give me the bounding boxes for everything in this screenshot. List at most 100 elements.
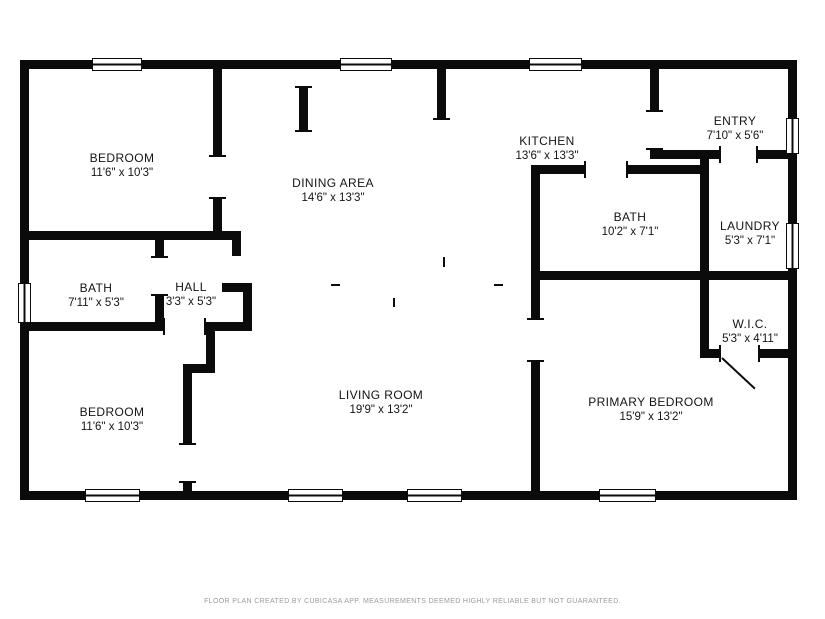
room-dims: 11'6" x 10'3" <box>80 421 144 433</box>
room-name: ENTRY <box>713 114 757 128</box>
wall-wic-bottom-left <box>700 349 720 358</box>
room-dims: 13'6" x 13'3" <box>515 150 579 162</box>
room-label-bedroom-top-left: BEDROOM 11'6" x 10'3" <box>90 151 155 179</box>
room-dims: 5'3" x 7'1" <box>724 235 776 247</box>
wall-dining-stub <box>299 88 308 130</box>
footer-disclaimer: FLOOR PLAN CREATED BY CUBICASA APP. MEAS… <box>204 598 621 605</box>
wall-hall-corner-vertical <box>243 292 252 331</box>
room-label-laundry: LAUNDRY 5'3" x 7'1" <box>720 219 780 247</box>
room-label-kitchen: KITCHEN 13'6" x 13'3" <box>515 134 578 162</box>
wall-bath-left-right-lower <box>155 296 164 331</box>
wall-primary-left-upper <box>531 280 540 320</box>
door-jamb-tick <box>151 294 168 296</box>
window <box>92 58 142 71</box>
room-name: BATH <box>613 210 647 224</box>
door-jamb-tick <box>433 118 450 120</box>
door-jamb-tick <box>179 481 196 483</box>
door-jamb-tick <box>295 86 312 88</box>
room-label-dining-area: DINING AREA 14'6" x 13'3" <box>292 176 374 204</box>
wall-hall-bottom <box>205 322 252 331</box>
room-label-entry: ENTRY 7'10" x 5'6" <box>707 114 764 142</box>
wall-bedroom1-right-lower <box>213 199 222 240</box>
door-swing-line <box>721 357 756 390</box>
plan-mark <box>393 298 395 307</box>
room-name: BATH <box>79 281 113 295</box>
wall-bath-left-right-upper <box>155 240 164 258</box>
window <box>529 58 582 71</box>
room-label-primary-bedroom: PRIMARY BEDROOM 15'9" x 13'2" <box>588 395 714 423</box>
room-label-bedroom-bottom-left: BEDROOM 11'6" x 10'3" <box>80 405 145 433</box>
room-dims: 19'9" x 13'2" <box>349 404 413 416</box>
room-name: KITCHEN <box>519 134 575 148</box>
wall-bath-upper-left <box>531 165 540 280</box>
room-dims: 7'11" x 5'3" <box>68 297 124 309</box>
wall-wic-left <box>700 280 709 349</box>
wall-bedroom2-jog <box>183 364 215 373</box>
wall-outer-right <box>788 60 797 500</box>
window <box>18 283 31 323</box>
wall-wic-bottom-right <box>760 349 797 358</box>
window <box>786 118 799 154</box>
wall-primary-left-lower <box>531 362 540 491</box>
wall-kitchen-dining-stub <box>437 60 446 118</box>
door-jamb-tick <box>204 318 206 335</box>
window <box>407 489 462 502</box>
room-name: W.I.C. <box>732 317 768 331</box>
wall-bath-laundry-bottom <box>531 271 797 280</box>
room-label-wic: W.I.C. 5'3" x 4'11" <box>722 317 778 345</box>
room-dims: 11'6" x 10'3" <box>90 167 154 179</box>
plan-mark <box>331 284 340 286</box>
room-dims: 14'6" x 13'3" <box>301 192 365 204</box>
wall-bath-upper-top-right <box>628 165 700 174</box>
door-jamb-tick <box>209 197 226 199</box>
wall-laundry-left <box>700 150 709 280</box>
room-name: BEDROOM <box>89 151 155 165</box>
room-label-living-room: LIVING ROOM 19'9" x 13'2" <box>339 388 423 416</box>
wall-bedroom2-right-lower <box>183 373 192 445</box>
room-name: LAUNDRY <box>720 219 780 233</box>
door-jamb-tick <box>626 161 628 178</box>
door-jamb-tick <box>179 443 196 445</box>
door-jamb-tick <box>527 318 544 320</box>
room-name: HALL <box>175 280 207 294</box>
door-jamb-tick <box>756 146 758 163</box>
wall-bedroom1-right-upper <box>213 60 222 157</box>
door-jamb-tick <box>584 161 586 178</box>
door-jamb-tick <box>646 110 663 112</box>
wall-outer-left <box>20 60 29 500</box>
door-jamb-tick <box>646 148 663 150</box>
door-jamb-tick <box>151 256 168 258</box>
wall-entry-bottom <box>650 150 709 159</box>
wall-laundry-top-right <box>758 150 797 159</box>
room-label-hall: HALL 3'3" x 5'3" <box>166 280 216 308</box>
window <box>85 489 140 502</box>
room-name: BEDROOM <box>79 405 145 419</box>
wall-bedroom2-right-upper <box>206 331 215 373</box>
room-name: PRIMARY BEDROOM <box>588 395 714 409</box>
wall-bath-left-bottom <box>20 322 164 331</box>
room-name: DINING AREA <box>292 176 374 190</box>
door-jamb-tick <box>719 146 721 163</box>
plan-mark <box>494 284 503 286</box>
wall-hall-dining-stub <box>232 240 241 256</box>
plan-mark <box>443 257 445 267</box>
wall-bedroom2-right-stub <box>183 483 192 491</box>
room-dims: 3'3" x 5'3" <box>165 296 217 308</box>
wall-bedroom1-bottom <box>20 231 241 240</box>
room-name: LIVING ROOM <box>338 388 424 402</box>
window <box>599 489 656 502</box>
room-dims: 15'9" x 13'2" <box>619 411 683 423</box>
door-jamb-tick <box>163 318 165 335</box>
wall-entry-left <box>650 60 659 110</box>
room-dims: 5'3" x 4'11" <box>722 333 778 345</box>
wall-outer-top <box>20 60 797 69</box>
room-label-bath-upper: BATH 10'2" x 7'1" <box>602 210 659 238</box>
room-dims: 10'2" x 7'1" <box>601 226 659 238</box>
wall-hall-corner-horizontal <box>222 283 252 292</box>
door-jamb-tick <box>209 155 226 157</box>
wall-laundry-top-left <box>709 150 720 159</box>
door-jamb-tick <box>295 130 312 132</box>
room-dims: 7'10" x 5'6" <box>706 130 764 142</box>
room-label-bath-left: BATH 7'11" x 5'3" <box>68 281 124 309</box>
